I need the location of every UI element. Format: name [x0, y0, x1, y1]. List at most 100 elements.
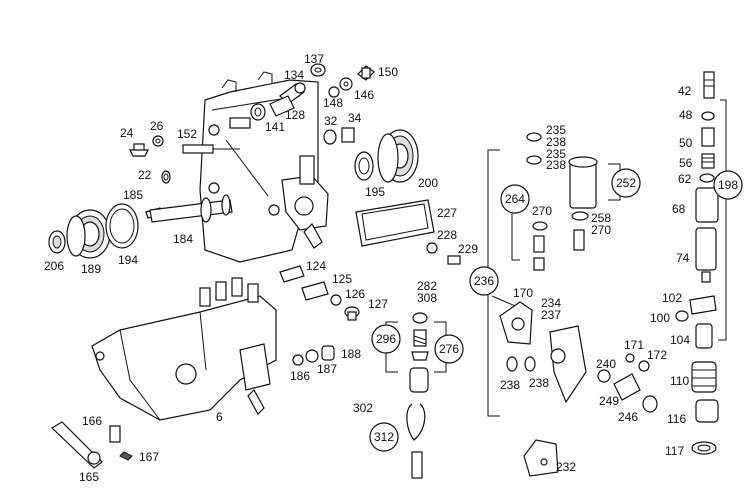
circle-236 [469, 266, 499, 296]
part-246-ring [642, 395, 658, 413]
part-146-nut [339, 77, 353, 91]
part-282-ring [412, 312, 428, 324]
label-270-right: 270 [591, 223, 611, 237]
label-186: 186 [290, 369, 310, 383]
part-249-spring [613, 373, 641, 401]
label-238-lower-a: 238 [500, 378, 520, 392]
label-296: 296 [376, 332, 396, 346]
part-228-washer [426, 242, 438, 254]
label-237: 237 [541, 308, 561, 322]
part-152-pin [182, 144, 240, 154]
part-42-fitting [703, 71, 715, 99]
group-264-bracket [511, 209, 520, 261]
group-198-bracket [718, 99, 727, 341]
label-312: 312 [374, 430, 394, 444]
label-32: 32 [324, 114, 338, 128]
label-100: 100 [650, 311, 670, 325]
part-172-nut [638, 360, 650, 372]
part-34-screw [341, 127, 355, 143]
part-128-sleeve [269, 95, 295, 117]
label-235-mid: 235 [546, 147, 566, 161]
part-24-screw [129, 143, 149, 157]
label-227: 227 [437, 206, 457, 220]
part-137-washer [310, 63, 326, 77]
part-167-key [119, 451, 133, 461]
part-127-screw [344, 306, 360, 321]
label-137: 137 [304, 52, 324, 66]
part-116-cup [695, 399, 719, 423]
part-252-valve [568, 156, 598, 209]
part-188-nut [321, 345, 335, 361]
part-48-washer [701, 111, 715, 121]
part-125-clamp [301, 281, 329, 301]
label-282: 282 [417, 279, 437, 293]
part-200-bearing [377, 129, 419, 183]
label-194: 194 [118, 253, 138, 267]
label-48: 48 [679, 108, 693, 122]
label-22: 22 [138, 168, 152, 182]
part-171-ring [625, 353, 635, 363]
label-238-lower-b: 238 [529, 376, 549, 390]
label-195: 195 [365, 185, 385, 199]
label-184: 184 [173, 232, 193, 246]
label-252: 252 [616, 176, 636, 190]
part-74-element [695, 227, 717, 283]
part-270-spring-right [573, 229, 585, 251]
part-62-washer [699, 173, 715, 183]
label-62: 62 [678, 172, 692, 186]
label-302: 302 [353, 401, 373, 415]
part-104-sleeve [695, 323, 713, 349]
label-264: 264 [505, 192, 525, 206]
label-150: 150 [378, 65, 398, 79]
governor-housing [199, 71, 329, 263]
label-276: 276 [439, 342, 459, 356]
label-148: 148 [323, 96, 343, 110]
part-189-bearing [66, 209, 111, 259]
part-100-screw [675, 310, 689, 322]
part-165-lever [51, 421, 103, 469]
label-232: 232 [556, 460, 576, 474]
part-141-ring [250, 103, 266, 121]
circle-198 [713, 170, 743, 200]
circle-252 [611, 168, 641, 198]
label-126: 126 [345, 287, 365, 301]
label-128: 128 [285, 108, 305, 122]
label-146: 146 [354, 88, 374, 102]
circle-296 [371, 324, 401, 354]
label-238-top: 238 [546, 135, 566, 149]
part-195-seal [354, 151, 374, 181]
label-165: 165 [79, 470, 99, 484]
label-24: 24 [120, 126, 134, 140]
label-124: 124 [306, 259, 326, 273]
label-117: 117 [665, 444, 684, 458]
part-26-washer [152, 135, 164, 147]
label-258: 258 [591, 211, 611, 225]
label-167: 167 [139, 450, 159, 464]
part-240-ring [597, 369, 611, 383]
part-56-spring [701, 153, 715, 169]
label-125: 125 [332, 272, 352, 286]
part-186-washer [292, 354, 304, 366]
circle-276 [434, 334, 464, 364]
part-227-gasket [355, 199, 435, 247]
label-152: 152 [177, 127, 197, 141]
part-187-nut [305, 349, 319, 363]
label-235-top: 235 [546, 123, 566, 137]
circle-264 [500, 184, 530, 214]
part-232-plate [523, 439, 559, 477]
label-187: 187 [317, 362, 337, 376]
injection-pump-body [91, 277, 277, 421]
part-32-ring [323, 129, 337, 145]
part-124-lever [279, 265, 305, 283]
part-148-washer [328, 86, 340, 98]
label-234: 234 [541, 296, 561, 310]
label-229: 229 [458, 242, 478, 256]
part-270-left [532, 221, 548, 271]
part-194-ring [105, 203, 139, 249]
label-236: 236 [474, 274, 494, 288]
label-185: 185 [123, 188, 143, 202]
part-102-lever [689, 295, 717, 315]
label-189: 189 [81, 262, 101, 276]
